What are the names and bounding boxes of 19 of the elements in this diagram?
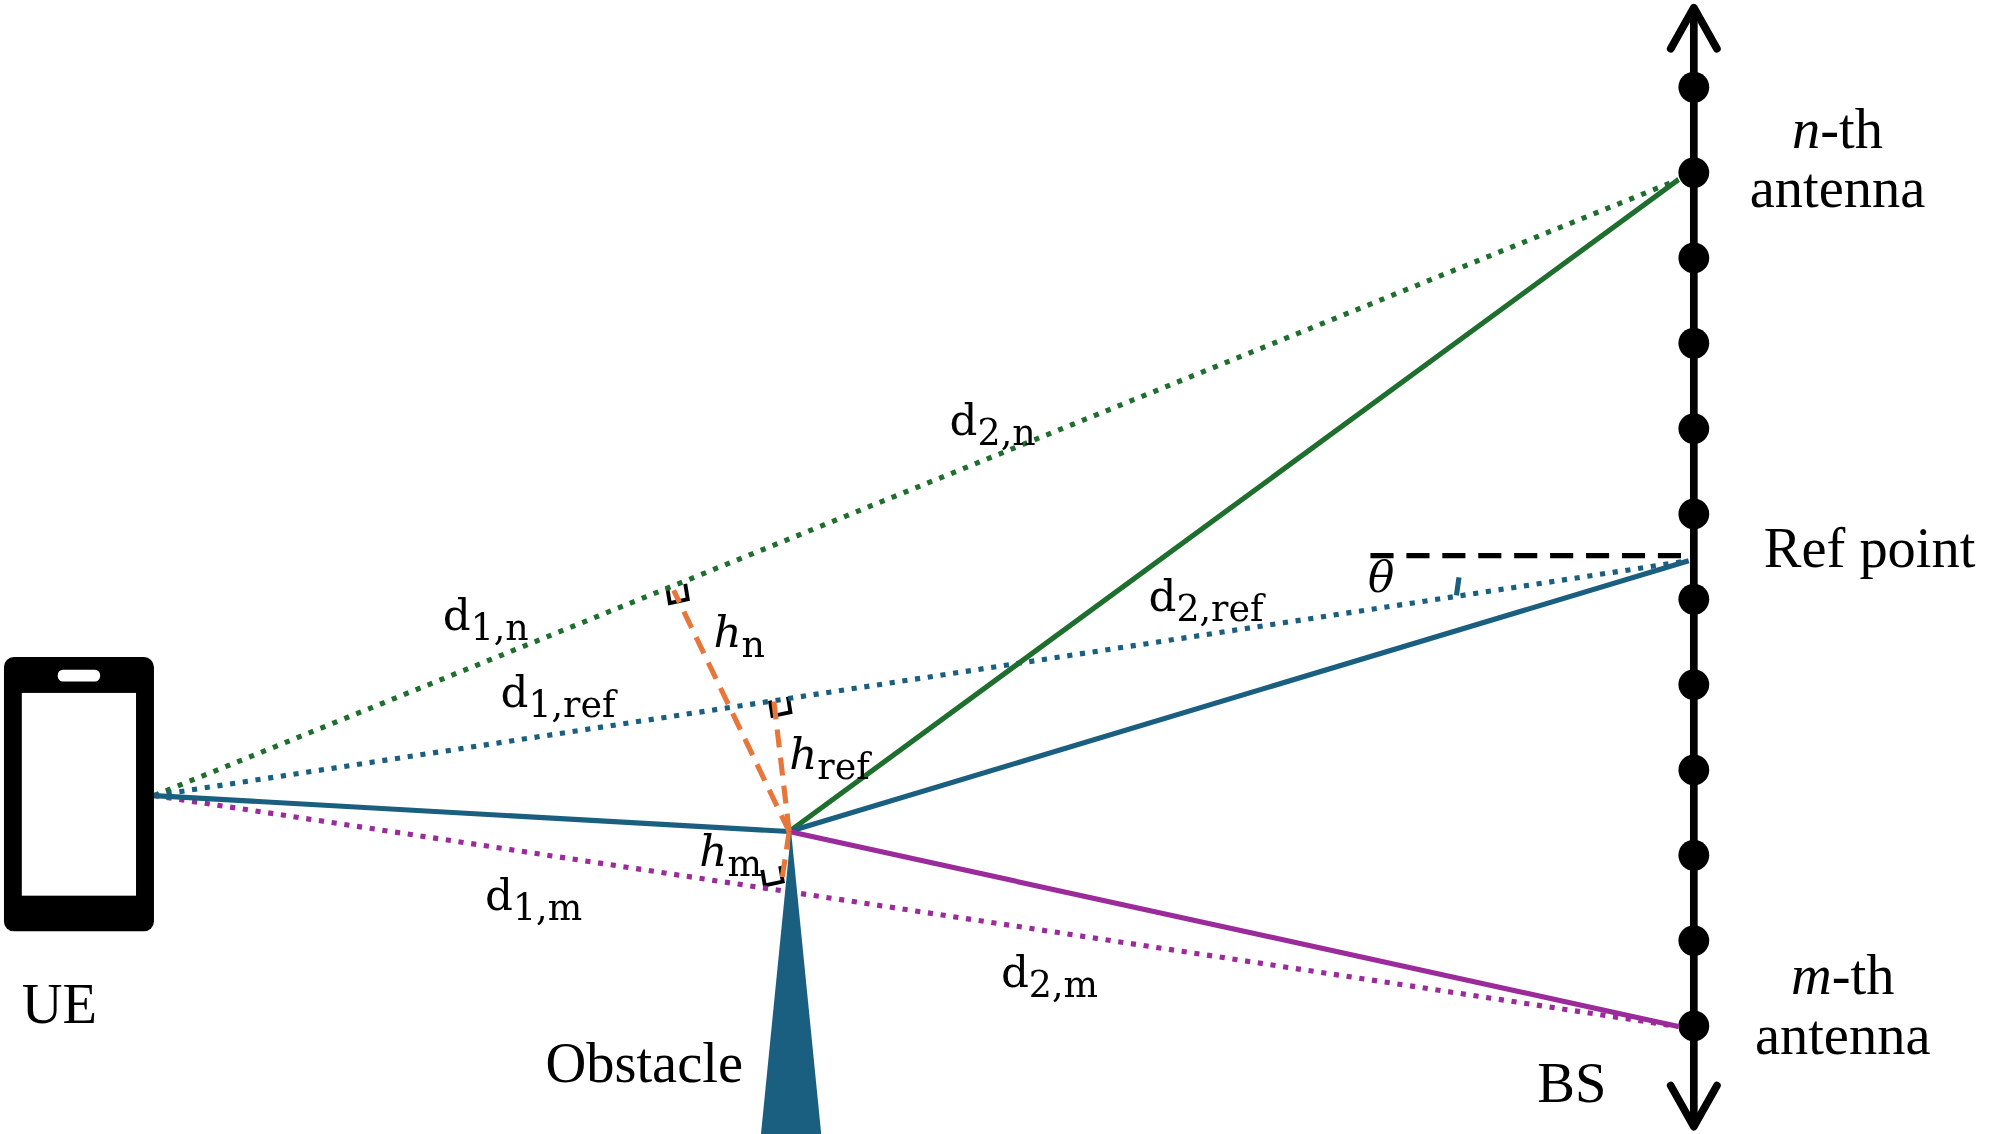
node-label: Ref point bbox=[1762, 519, 1977, 579]
distance-label: d$_{1,ref}$ bbox=[500, 669, 616, 724]
edge-label: h$_{m}$ bbox=[699, 828, 762, 883]
node-label: n-th antenna bbox=[1748, 100, 1927, 219]
line bbox=[788, 558, 1690, 834]
line bbox=[788, 829, 1679, 1030]
node-caption: Obstacle bbox=[545, 1034, 743, 1094]
edge-label: h$_{ref}$ bbox=[789, 731, 870, 786]
distance-label: d$_{1,n}$ bbox=[442, 592, 529, 647]
distance-label: d$_{2,ref}$ bbox=[1148, 573, 1264, 628]
node-label: UE bbox=[21, 975, 98, 1035]
distance-label: d$_{2,n}$ bbox=[949, 397, 1036, 452]
node-label: m-th antenna bbox=[1753, 947, 1932, 1066]
distance-label: d$_{2,m}$ bbox=[1000, 949, 1098, 1004]
array-label: BS bbox=[1537, 1054, 1607, 1115]
distance-label: d$_{1,m}$ bbox=[485, 872, 583, 927]
angle-label: θ bbox=[1367, 554, 1395, 598]
edge-label: h$_{n}$ bbox=[713, 609, 765, 664]
dotted-line bbox=[771, 700, 792, 832]
